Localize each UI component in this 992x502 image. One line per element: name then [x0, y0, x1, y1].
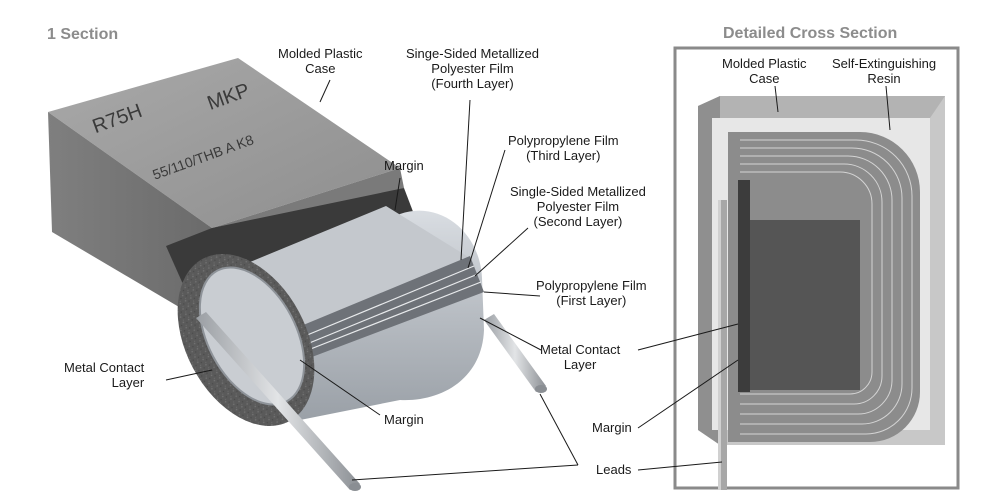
label-margin-bottom: Margin — [384, 412, 424, 427]
label-leads: Leads — [596, 462, 632, 477]
case-front-face — [48, 112, 218, 330]
label-third-layer: Polypropylene Film(Third Layer) — [508, 133, 619, 163]
film-layers — [250, 206, 470, 334]
winding-lines — [740, 139, 913, 435]
section-view — [48, 58, 547, 491]
film-layer-edge — [296, 256, 484, 360]
cross-section-view — [673, 46, 960, 490]
cross-lead — [718, 200, 727, 490]
label-margin-top: Margin — [384, 158, 424, 173]
case-top-face — [48, 58, 400, 228]
cross-section-heading: Detailed Cross Section — [723, 25, 898, 42]
left-lead — [196, 312, 361, 491]
cross-core — [750, 220, 860, 390]
label-first-layer: Polypropylene Film(First Layer) — [536, 278, 647, 308]
section-heading: 1 Section — [47, 26, 119, 43]
leader-lines — [165, 79, 891, 481]
label-cross-margin: Margin — [592, 420, 632, 435]
right-lead — [484, 314, 547, 393]
